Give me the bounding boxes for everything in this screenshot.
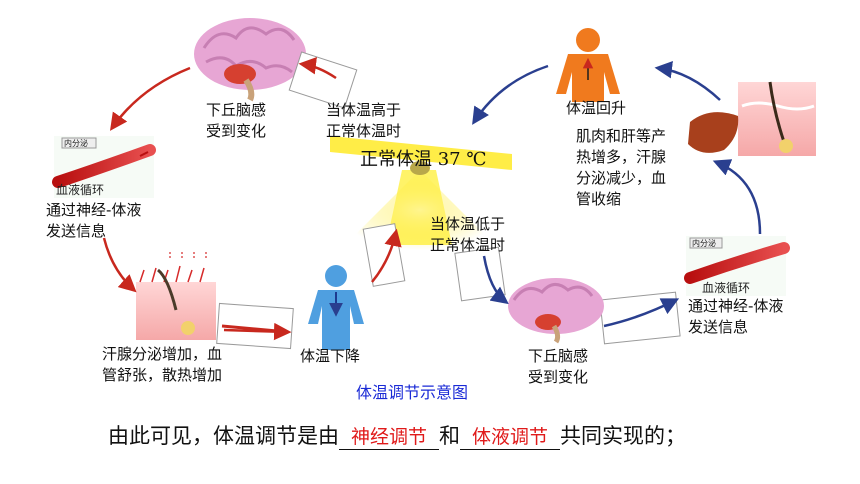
blood-circulation-icon: 血液循环 内分泌	[52, 136, 156, 198]
answer-blank-1: 神经调节	[339, 422, 439, 450]
condition-high-label: 当体温高于 正常体温时	[326, 100, 401, 142]
diagram-caption: 体温调节示意图	[356, 383, 469, 402]
normal-temperature-value: 37 ℃	[437, 149, 487, 170]
label-line: 通过神经-体液	[46, 201, 142, 219]
label-line: 当体温低于	[430, 215, 506, 233]
brain-icon	[194, 18, 306, 102]
label-line: 肌肉和肝等产	[576, 127, 667, 145]
hypothalamus-bottom-label: 下丘脑感 受到变化	[528, 346, 588, 388]
conclusion-sentence: 由此可见，体温调节是由神经调节和体液调节共同实现的；	[108, 420, 686, 450]
hypothalamus-top-label: 下丘脑感 受到变化	[206, 100, 266, 142]
label-line: 受到变化	[528, 368, 589, 386]
label-line: 分泌减少，血	[576, 169, 667, 187]
blood-circulation-label: 血液循环	[56, 182, 104, 197]
label-line: 汗腺分泌增加，血	[102, 345, 223, 363]
label-line: 正常体温时	[430, 236, 506, 254]
answer-blank-2: 体液调节	[460, 422, 560, 450]
human-body-warm-icon	[556, 28, 620, 102]
liver-icon	[688, 112, 739, 153]
card-icon	[216, 302, 294, 350]
effect-right-label: 肌肉和肝等产 热增多，汗腺 分泌减少，血 管收缩	[576, 126, 666, 210]
conclusion-middle: 和	[439, 424, 460, 448]
brain-icon	[508, 278, 604, 344]
label-line: 受到变化	[206, 122, 267, 140]
sweat-gland-skin-icon	[136, 250, 216, 340]
blood-circulation-icon: 血液循环 内分泌	[684, 236, 790, 296]
blood-circulation-label: 血液循环	[702, 280, 750, 295]
card-icon	[599, 291, 681, 345]
label-line: 通过神经-体液	[688, 297, 784, 315]
label-line: 下丘脑感	[206, 101, 267, 119]
label-line: 管舒张，散热增加	[102, 366, 223, 384]
label-line: 管收缩	[576, 190, 622, 208]
conclusion-prefix: 由此可见，体温调节是由	[108, 424, 339, 448]
sweat-gland-skin-icon	[738, 81, 816, 156]
normal-temperature-text: 正常体温	[360, 149, 432, 170]
label-line: 当体温高于	[326, 101, 402, 119]
signal-left-label: 通过神经-体液 发送信息	[46, 200, 141, 242]
effect-left-label: 汗腺分泌增加，血 管舒张，散热增加	[102, 344, 222, 386]
body-up-label: 体温回升	[566, 99, 627, 117]
endocrine-label: 内分泌	[64, 138, 88, 148]
conclusion-suffix: 共同实现的；	[560, 424, 686, 448]
body-down-label: 体温下降	[300, 347, 361, 365]
endocrine-label: 内分泌	[692, 238, 716, 248]
arrow-blue-loop	[472, 61, 762, 328]
label-line: 发送信息	[46, 222, 107, 240]
condition-low-label: 当体温低于 正常体温时	[430, 214, 505, 256]
normal-temperature-label: 正常体温 37 ℃	[360, 145, 487, 171]
signal-right-label: 通过神经-体液 发送信息	[688, 296, 783, 338]
label-line: 热增多，汗腺	[576, 148, 667, 166]
human-body-cold-icon	[308, 265, 364, 350]
label-line: 正常体温时	[326, 122, 402, 140]
label-line: 发送信息	[688, 318, 749, 336]
arrow-red-loop	[102, 57, 402, 341]
label-line: 下丘脑感	[528, 347, 589, 365]
